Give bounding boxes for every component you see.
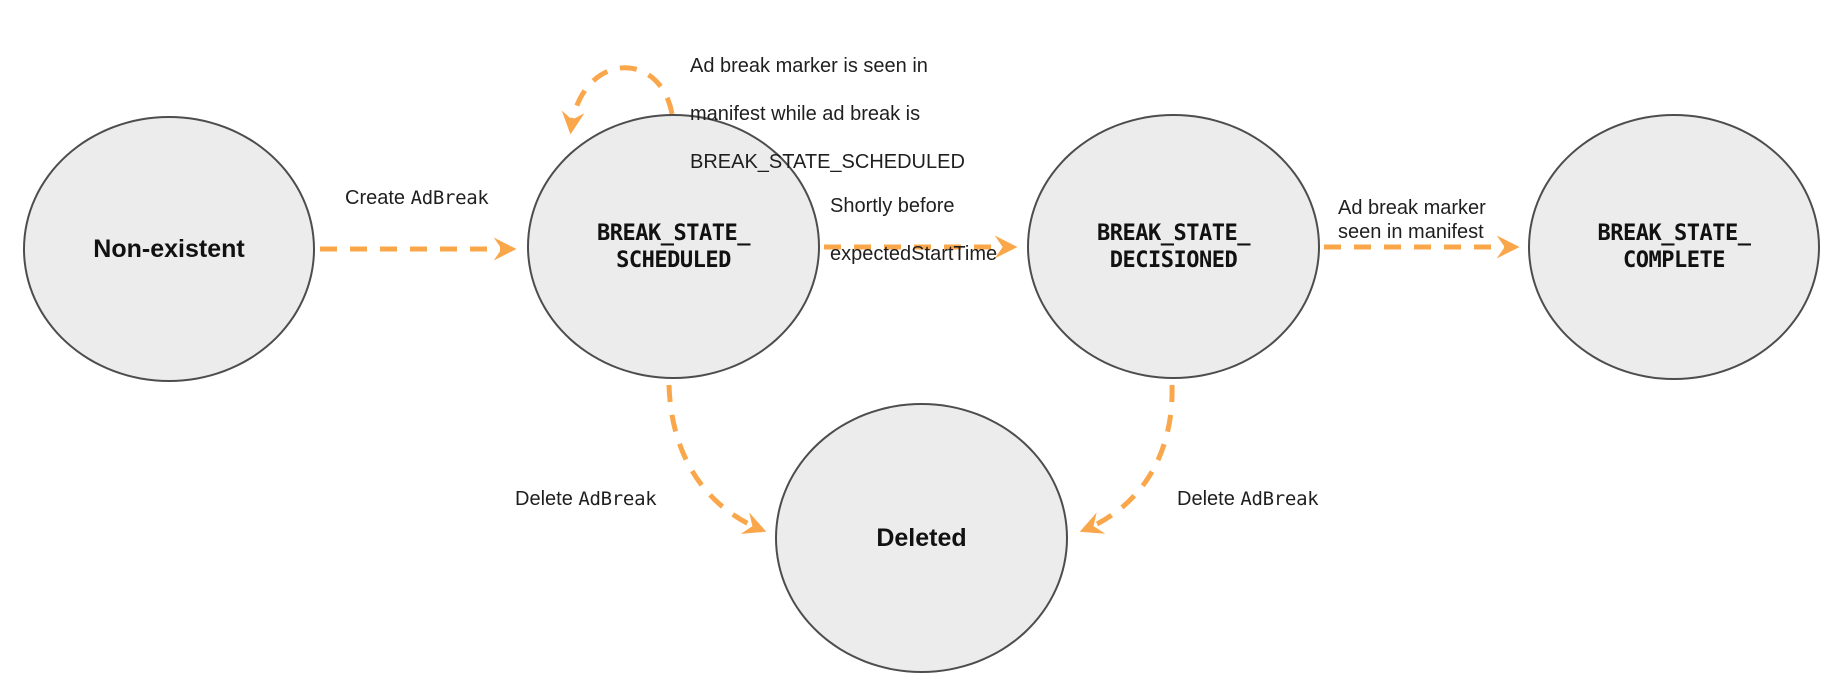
state-node-break-state-decisioned: BREAK_STATE_ DECISIONED (1027, 114, 1320, 379)
transition-label-create-adbreak: Create AdBreak (345, 186, 489, 210)
transition-label-text: Delete (515, 488, 579, 510)
transition-label-text: Delete (1177, 488, 1241, 510)
arrow-scheduled-to-deleted (666, 384, 767, 534)
state-label: BREAK_STATE_ COMPLETE (1597, 221, 1751, 273)
transition-label-code: AdBreak (578, 488, 657, 510)
arrow-self-loop-scheduled (561, 65, 675, 135)
transition-label-delete-adbreak-right: Delete AdBreak (1177, 487, 1319, 511)
transition-label-code: expectedStartTime (830, 243, 998, 265)
transition-label-code: AdBreak (410, 187, 489, 209)
state-label: Non-existent (93, 234, 245, 263)
transition-label-text: Ad break marker seen in manifest (1338, 197, 1486, 243)
state-label: BREAK_STATE_ DECISIONED (1097, 220, 1250, 273)
transition-label-line1: Ad break marker is seen in (690, 55, 928, 77)
transition-label-line2: manifest while ad break is (690, 103, 921, 125)
state-node-deleted: Deleted (775, 403, 1068, 673)
transition-label-delete-adbreak-left: Delete AdBreak (515, 487, 657, 511)
transition-label-text: Create (345, 187, 411, 209)
state-label: BREAK_STATE_ SCHEDULED (597, 220, 750, 273)
state-node-break-state-scheduled: BREAK_STATE_ SCHEDULED (527, 114, 820, 379)
state-label: Deleted (876, 523, 967, 552)
transition-label-shortly-before: Shortly before expectedStartTime (830, 170, 997, 290)
transition-label-text: Shortly before (830, 195, 955, 217)
state-node-break-state-complete: BREAK_STATE_ COMPLETE (1528, 114, 1820, 380)
transition-label-marker-seen: Ad break marker seen in manifest (1338, 172, 1486, 244)
transition-label-code: AdBreak (1240, 488, 1319, 510)
transition-label-code: BREAK_STATE_SCHEDULED (690, 151, 965, 173)
state-node-non-existent: Non-existent (23, 116, 315, 382)
arrow-decisioned-to-deleted (1079, 384, 1175, 534)
transition-label-self-loop: Ad break marker is seen in manifest whil… (690, 30, 965, 198)
